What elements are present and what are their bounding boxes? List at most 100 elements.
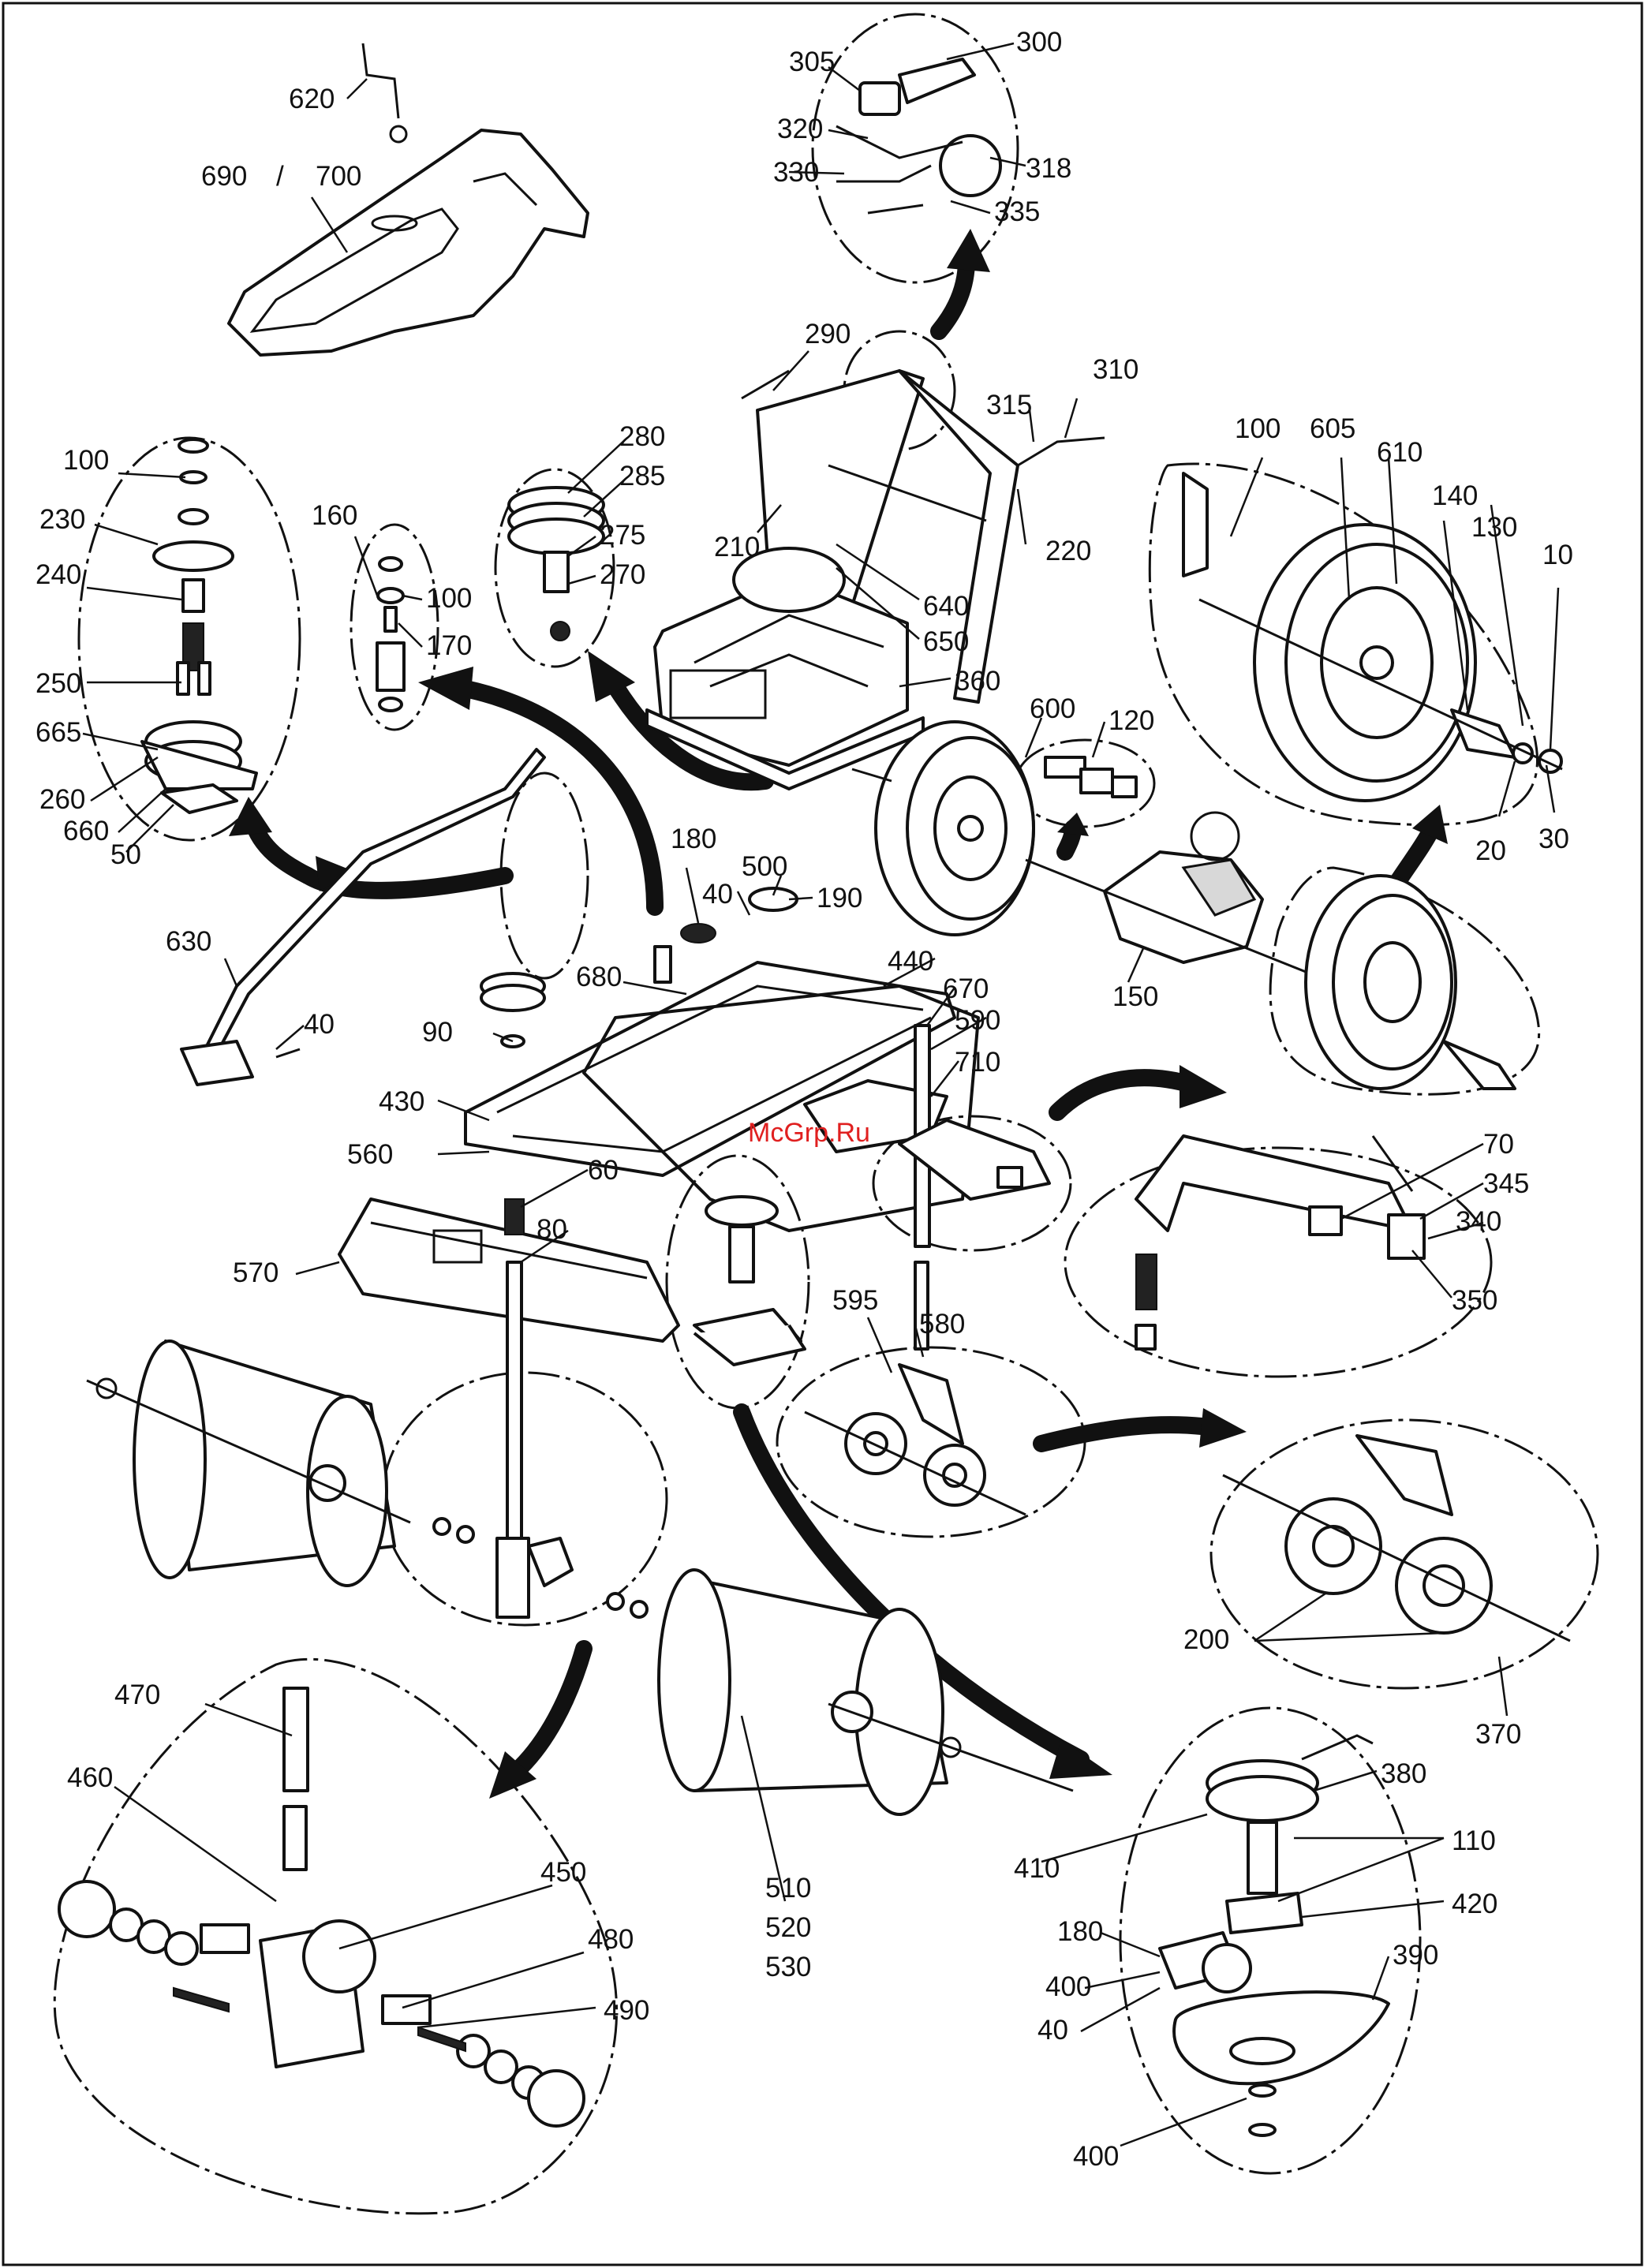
callout-690: 690 <box>201 161 247 192</box>
wheel-right-part <box>1304 874 1516 1090</box>
callout-400-b: 400 <box>1073 2141 1119 2172</box>
detail-circle-axle-spacer <box>1014 738 1156 828</box>
callout-530: 530 <box>765 1952 811 1982</box>
callout-430: 430 <box>379 1086 424 1117</box>
detail-circle-caster-detail <box>1209 1418 1599 1690</box>
axle-spacer-part <box>1044 756 1138 798</box>
callout-70: 70 <box>1483 1129 1514 1160</box>
callout-700: 700 <box>316 161 361 192</box>
callout-230: 230 <box>39 504 85 535</box>
flow-arrow-head <box>1057 813 1089 836</box>
callout-580: 580 <box>919 1309 965 1340</box>
roller-right-part <box>657 1568 1074 1816</box>
callout-40-b: 40 <box>304 1009 335 1040</box>
callout-30: 30 <box>1538 824 1569 854</box>
wheel-hub-part <box>1182 472 1563 802</box>
callout-440: 440 <box>888 946 933 977</box>
flow-arrow-to-caster-detail <box>1033 1416 1224 1452</box>
detail-circle-handle-controls <box>811 13 1019 284</box>
callout-510: 510 <box>765 1873 811 1904</box>
callout-610: 610 <box>1377 437 1423 468</box>
callout-110: 110 <box>1452 1825 1496 1856</box>
callout-390: 390 <box>1393 1940 1438 1971</box>
callout-500: 500 <box>742 851 787 882</box>
callout-50: 50 <box>110 839 141 870</box>
callout-160: 160 <box>312 500 357 531</box>
callout-270: 270 <box>600 559 645 590</box>
detail-circle-engine-pulley <box>494 468 615 668</box>
callout-620: 620 <box>289 84 335 114</box>
callout-260: 260 <box>39 784 85 815</box>
drive-pulley-part <box>1158 1734 1390 2137</box>
detail-circle-idler <box>499 772 589 980</box>
callout-190: 190 <box>817 883 862 914</box>
callout-250: 250 <box>36 668 81 699</box>
callout-340: 340 <box>1456 1206 1501 1237</box>
callout-380: 380 <box>1381 1758 1426 1789</box>
pulley-assembly-part <box>693 1195 806 1366</box>
callout-60: 60 <box>588 1155 619 1186</box>
callout-275: 275 <box>600 520 645 551</box>
detail-circle-brake-link <box>872 1115 1072 1252</box>
engine-part <box>645 547 925 790</box>
cover-part <box>227 129 589 357</box>
flow-arrow-head <box>1412 805 1448 844</box>
flow-arrow-head <box>588 651 635 702</box>
callout-520: 520 <box>765 1912 811 1943</box>
callout-100-b: 100 <box>426 583 472 614</box>
pulley-90-part <box>480 972 546 1048</box>
callout-290: 290 <box>805 319 851 349</box>
callout-665: 665 <box>36 717 81 748</box>
caster-detail-part <box>1222 1434 1571 1642</box>
control-lever-part <box>180 748 546 1086</box>
lever-part <box>361 43 408 144</box>
brake-detail-part <box>1135 1134 1426 1351</box>
callout-285: 285 <box>619 461 665 491</box>
callout-120: 120 <box>1109 705 1154 736</box>
small-parts-part <box>275 887 798 1059</box>
callout-320: 320 <box>777 114 823 144</box>
callout-slash: / <box>276 161 284 192</box>
flow-arrow-head <box>1199 1408 1247 1448</box>
throttle-control-part <box>836 58 1002 215</box>
detail-circle-clutch-stack <box>77 436 301 842</box>
callout-140: 140 <box>1432 480 1478 511</box>
flow-arrow-to-bearing <box>445 678 664 916</box>
flow-arrow-head <box>316 856 355 891</box>
callout-100-c: 100 <box>1235 413 1280 444</box>
callout-600: 600 <box>1030 693 1075 724</box>
callout-80: 80 <box>536 1214 567 1245</box>
clutch-stack-part <box>140 438 258 814</box>
roller-gearbox-part <box>432 1517 649 1619</box>
watermark-text: McGrp.Ru <box>748 1118 870 1148</box>
flow-arrow-to-brake-detail <box>1049 1069 1200 1121</box>
callout-305: 305 <box>789 47 835 77</box>
flow-arrow-to-wheel-hub <box>1388 820 1441 892</box>
callout-470: 470 <box>114 1680 160 1710</box>
detail-circle-brake-detail <box>1064 1146 1493 1378</box>
callout-345: 345 <box>1483 1168 1529 1199</box>
leader-lines <box>82 42 1560 2147</box>
callout-420: 420 <box>1452 1889 1497 1919</box>
callout-200: 200 <box>1183 1624 1229 1655</box>
callout-650: 650 <box>923 626 969 657</box>
callout-570: 570 <box>233 1257 279 1288</box>
callout-560: 560 <box>347 1139 393 1170</box>
callout-360: 360 <box>955 666 1000 697</box>
chassis-part <box>464 961 980 1232</box>
callout-350: 350 <box>1452 1285 1497 1316</box>
flow-arrow-head <box>1180 1065 1227 1108</box>
shaft-590-part <box>914 1024 931 1351</box>
detail-circle-right-wheel <box>1269 866 1541 1096</box>
callout-210: 210 <box>714 532 760 562</box>
callout-40-c: 40 <box>1037 2015 1068 2046</box>
callout-90: 90 <box>422 1017 453 1048</box>
flow-arrow-head <box>1049 1739 1112 1779</box>
callout-680: 680 <box>576 962 622 992</box>
callout-490: 490 <box>604 1995 649 2026</box>
callout-630: 630 <box>166 926 211 957</box>
callout-605: 605 <box>1310 413 1355 444</box>
callout-180-a: 180 <box>671 824 716 854</box>
